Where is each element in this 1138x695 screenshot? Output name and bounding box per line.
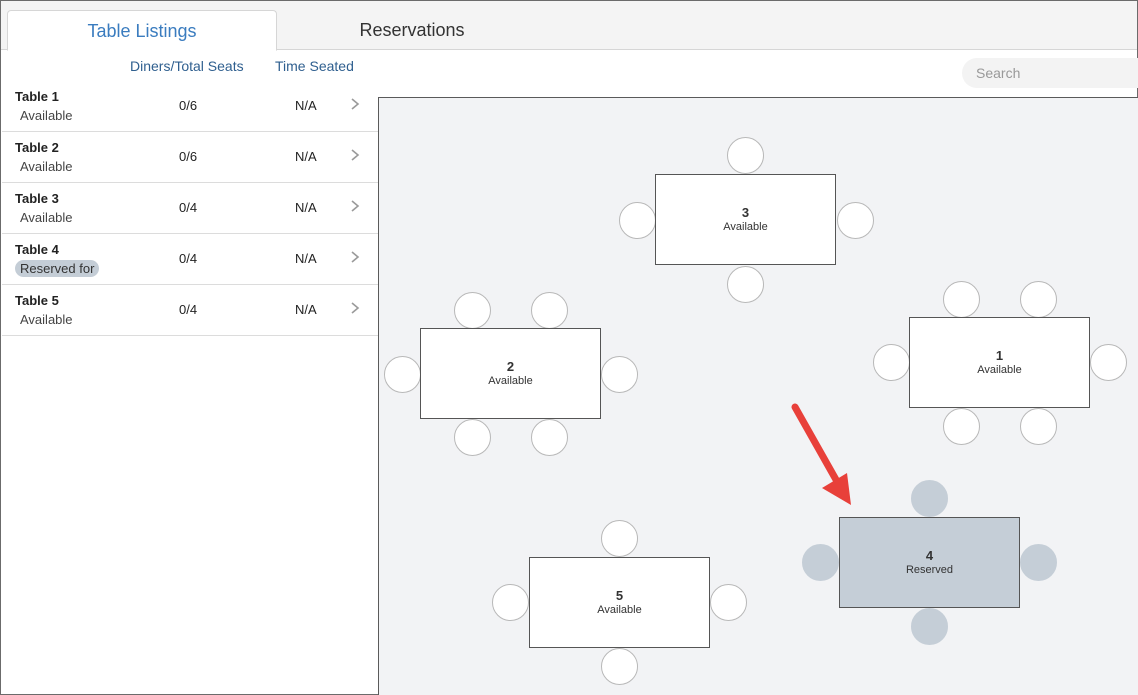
diners-count: 0/4: [179, 251, 198, 266]
seat: [802, 544, 839, 581]
table-status: Available: [20, 210, 73, 225]
seat: [943, 281, 980, 318]
time-seated: N/A: [295, 98, 317, 113]
table-name: Table 5: [15, 293, 59, 308]
table-number: 2: [506, 359, 515, 374]
seat: [837, 202, 874, 239]
seat: [492, 584, 529, 621]
floor-plan: 3 Available 2 Available 1 Available: [378, 97, 1138, 695]
seat: [1090, 344, 1127, 381]
table-name: Table 1: [15, 89, 59, 104]
table-name: Table 4: [15, 242, 59, 257]
diners-count: 0/4: [179, 302, 198, 317]
floor-table-3[interactable]: 3 Available: [655, 174, 836, 265]
table-status: Available: [20, 312, 73, 327]
floor-table-4[interactable]: 4 Reserved: [839, 517, 1020, 608]
table-status: Available: [488, 375, 533, 387]
list-item-table-2[interactable]: Table 2 Available 0/6 N/A: [2, 132, 378, 183]
table-status: Reserved: [905, 564, 954, 576]
table-number: 3: [741, 205, 750, 220]
seat: [727, 266, 764, 303]
seat: [911, 480, 948, 517]
table-number: 5: [615, 588, 624, 603]
table-status: Available: [20, 108, 73, 123]
seat: [1020, 281, 1057, 318]
seat: [384, 356, 421, 393]
seat: [1020, 408, 1057, 445]
time-seated: N/A: [295, 200, 317, 215]
floor-table-1[interactable]: 1 Available: [909, 317, 1090, 408]
list-item-table-5[interactable]: Table 5 Available 0/4 N/A: [2, 285, 378, 336]
seat: [727, 137, 764, 174]
seat: [943, 408, 980, 445]
seat: [454, 419, 491, 456]
list-item-table-4[interactable]: Table 4 Reserved for 0/4 N/A: [2, 234, 378, 285]
floor-table-5[interactable]: 5 Available: [529, 557, 710, 648]
seat: [601, 356, 638, 393]
seat: [710, 584, 747, 621]
floor-table-2[interactable]: 2 Available: [420, 328, 601, 419]
seat: [601, 520, 638, 557]
seat: [873, 344, 910, 381]
list-item-table-3[interactable]: Table 3 Available 0/4 N/A: [2, 183, 378, 234]
chevron-right-icon[interactable]: [348, 247, 362, 267]
chevron-right-icon[interactable]: [348, 196, 362, 216]
tab-reservations[interactable]: Reservations: [359, 20, 465, 40]
seat: [619, 202, 656, 239]
seat: [1020, 544, 1057, 581]
diners-count: 0/4: [179, 200, 198, 215]
time-seated: N/A: [295, 302, 317, 317]
column-header-time-seated[interactable]: Time Seated: [275, 58, 354, 74]
tab-table-listings[interactable]: Table Listings: [7, 10, 277, 51]
list-item-table-1[interactable]: Table 1 Available 0/6 N/A: [2, 81, 378, 132]
diners-count: 0/6: [179, 98, 198, 113]
table-status: Available: [20, 159, 73, 174]
table-number: 4: [925, 548, 934, 563]
table-status: Available: [723, 221, 768, 233]
seat: [601, 648, 638, 685]
table-status: Available: [597, 604, 642, 616]
table-name: Table 2: [15, 140, 59, 155]
time-seated: N/A: [295, 149, 317, 164]
tab-bar: Table Listings Reservations: [1, 1, 1137, 51]
table-status: Available: [977, 364, 1022, 376]
diners-count: 0/6: [179, 149, 198, 164]
seat: [531, 292, 568, 329]
table-number: 1: [995, 348, 1004, 363]
search-input[interactable]: [962, 58, 1138, 88]
table-list: Table 1 Available 0/6 N/A Table 2 Availa…: [2, 81, 378, 336]
seat: [911, 608, 948, 645]
seat: [454, 292, 491, 329]
reserved-badge: Reserved for: [15, 260, 100, 277]
seat: [531, 419, 568, 456]
table-name: Table 3: [15, 191, 59, 206]
chevron-right-icon[interactable]: [348, 298, 362, 318]
chevron-right-icon[interactable]: [348, 94, 362, 114]
time-seated: N/A: [295, 251, 317, 266]
chevron-right-icon[interactable]: [348, 145, 362, 165]
column-header-diners[interactable]: Diners/Total Seats: [130, 58, 244, 74]
